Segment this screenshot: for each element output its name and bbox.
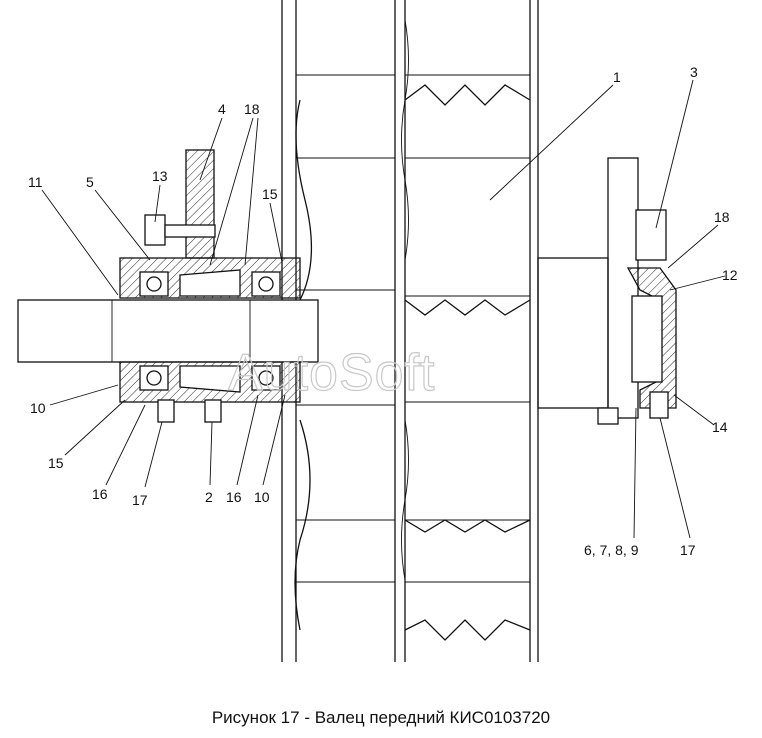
- callout-11: 11: [28, 174, 43, 190]
- callout-6-7-8-9: 6, 7, 8, 9: [584, 542, 639, 558]
- callout-4: 4: [218, 101, 226, 117]
- callout-18-right: 18: [714, 209, 730, 225]
- callout-5: 5: [86, 174, 94, 190]
- bearing-housing-right: [597, 157, 677, 425]
- leader-lines: [41, 79, 726, 539]
- callout-16-left: 16: [92, 486, 108, 502]
- callout-17-right: 17: [680, 542, 696, 558]
- callout-2: 2: [205, 489, 213, 505]
- callout-10-left: 10: [30, 400, 46, 416]
- bearing-housing-left: [119, 149, 301, 423]
- callout-17-left: 17: [132, 492, 148, 508]
- callout-3: 3: [690, 64, 698, 80]
- callout-13: 13: [152, 168, 168, 184]
- callout-15-bottom: 15: [48, 455, 64, 471]
- drum-body: [281, 0, 609, 662]
- figure-caption: Рисунок 17 - Валец передний КИС0103720: [211, 708, 551, 727]
- watermark: AutoSoft: [228, 344, 435, 402]
- callout-labels: 1 3 4 18 18 11 5 13 15 12 10 15 16 17 2 …: [28, 64, 738, 558]
- callout-1: 1: [613, 69, 621, 85]
- callout-16-right: 16: [226, 489, 242, 505]
- callout-15-top: 15: [262, 186, 278, 202]
- left-shaft: [17, 299, 319, 363]
- callout-18-left: 18: [244, 101, 260, 117]
- callout-10-right: 10: [254, 489, 270, 505]
- callout-14: 14: [712, 419, 728, 435]
- callout-12: 12: [722, 267, 738, 283]
